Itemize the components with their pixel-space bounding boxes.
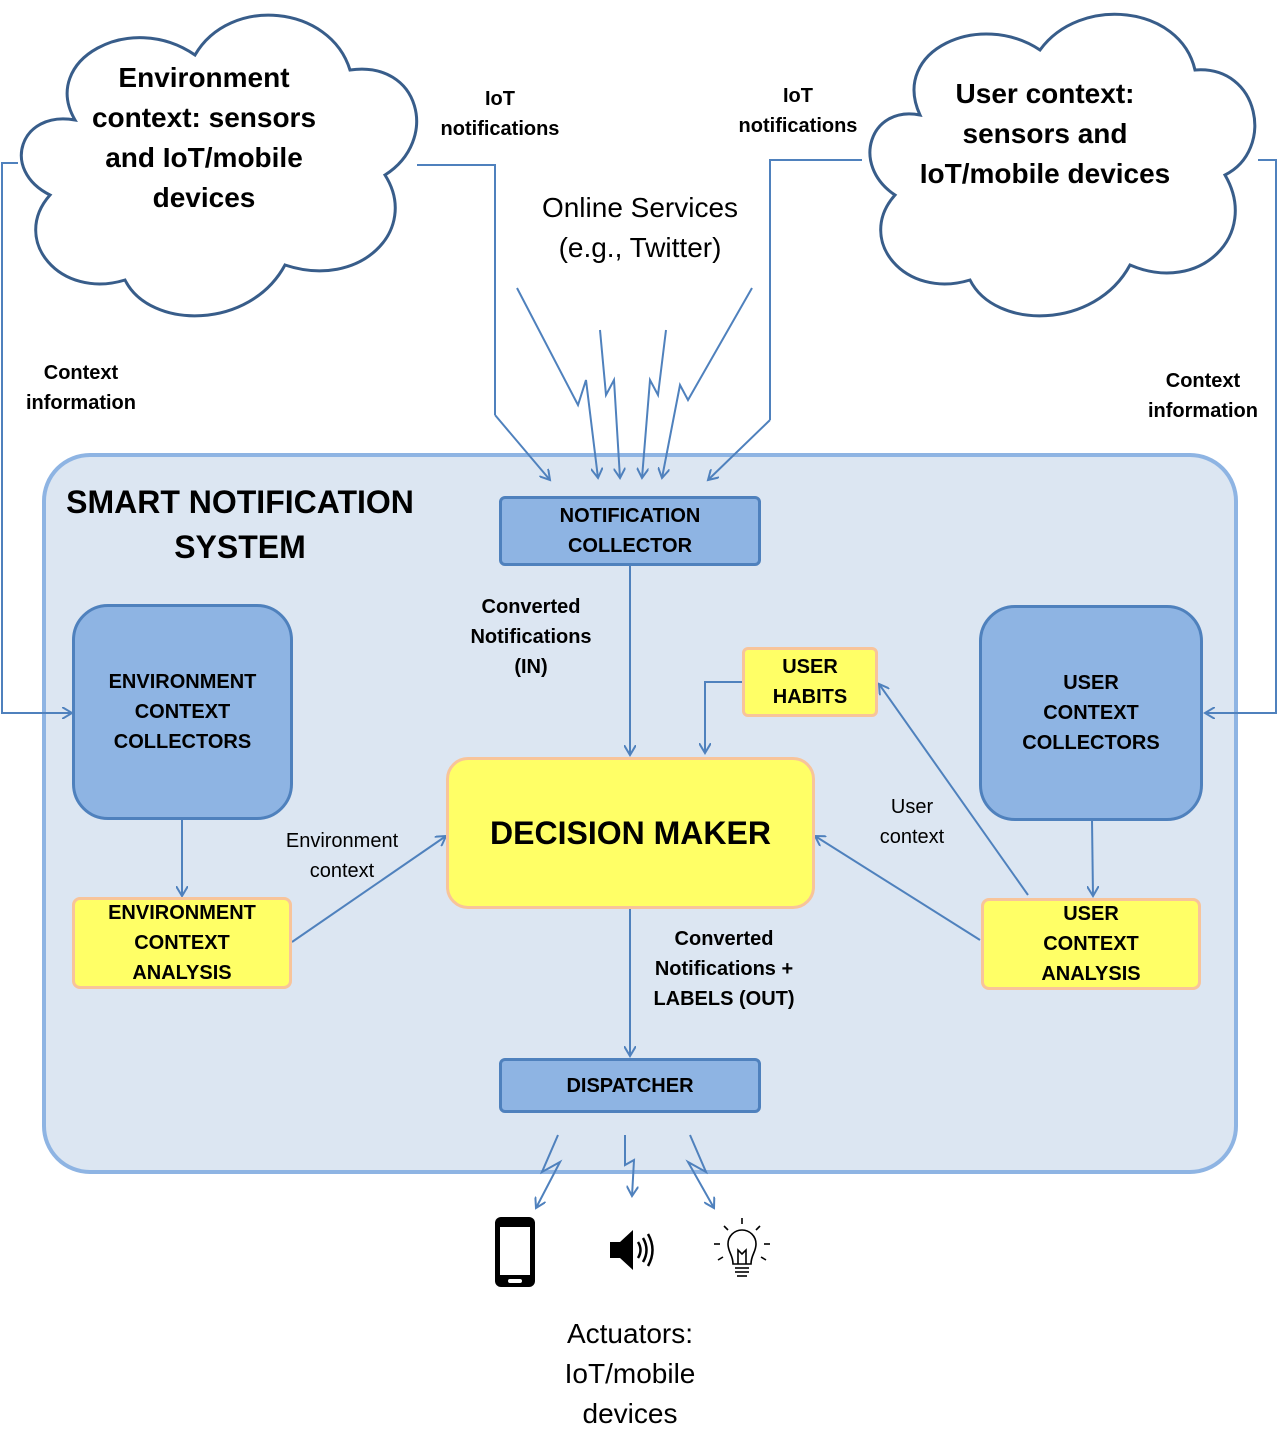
user-context-collectors-box[interactable]: USER CONTEXT COLLECTORS [979,605,1203,821]
context-information-left-label: Context information [26,362,136,414]
env-analysis-to-decision-arrow [291,836,446,943]
online-arrow-4 [662,287,753,478]
user-context-analysis-label: USER CONTEXT ANALYSIS [1041,903,1141,985]
actuators-label: Actuators: IoT/mobile devices [564,1318,696,1429]
context-right-connector [1205,159,1277,713]
speaker-icon [610,1230,654,1270]
dispatch-arrow-phone [536,1134,563,1208]
dispatcher-label: DISPATCHER [566,1074,694,1097]
user-cloud-label: User context: sensors and IoT/mobile dev… [919,78,1171,189]
environment-context-cloud [20,13,419,318]
notification-collector-box[interactable]: NOTIFICATION COLLECTOR [499,496,761,566]
dispatcher-box[interactable]: DISPATCHER [499,1058,761,1113]
context-left-connector [1,162,72,713]
light-bulb-icon [714,1218,770,1277]
iot-notifications-left-label: IoT notifications [440,88,560,140]
online-arrow-2 [599,329,620,478]
environment-context-collectors-box[interactable]: ENVIRONMENT CONTEXT COLLECTORS [72,604,293,820]
converted-notifications-in-label: Converted Notifications (IN) [470,596,592,678]
user-context-analysis-box[interactable]: USER CONTEXT ANALYSIS [981,898,1201,990]
user-habits-box[interactable]: USER HABITS [742,647,878,717]
user-collectors-to-analysis-arrow [1092,819,1093,896]
decision-maker-label: DECISION MAKER [490,815,771,851]
iot-left-connector [417,164,496,415]
environment-context-edge-label: Environment context [285,830,399,882]
user-habits-label: USER HABITS [772,656,848,708]
iot-right-connector [769,159,862,420]
environment-context-collectors-label: ENVIRONMENT CONTEXT COLLECTORS [108,671,257,753]
user-analysis-to-decision-arrow [815,836,981,941]
environment-context-analysis-box[interactable]: ENVIRONMENT CONTEXT ANALYSIS [72,897,292,989]
user-context-edge-label: User context [879,796,945,848]
smartphone-icon [495,1217,535,1287]
online-services-label: Online Services (e.g., Twitter) [541,192,739,263]
environment-context-analysis-label: ENVIRONMENT CONTEXT ANALYSIS [108,902,256,984]
system-title: SMART NOTIFICATION SYSTEM [66,484,414,565]
iot-left-arrow [494,414,550,480]
user-context-cloud [868,12,1257,318]
decision-maker-box[interactable]: DECISION MAKER [446,757,815,909]
iot-right-arrow [708,419,771,480]
iot-notifications-right-label: IoT notifications [738,85,858,137]
converted-notifications-out-label: Converted Notifications + LABELS (OUT) [653,928,795,1010]
dispatch-arrow-light [685,1134,714,1208]
user-analysis-to-habits-arrow [879,684,1029,896]
dispatch-arrow-speaker [624,1135,634,1196]
habits-to-decision-arrow [705,681,742,753]
notification-collector-label: NOTIFICATION COLLECTOR [559,505,701,557]
online-arrow-1 [516,287,598,478]
context-information-right-label: Context information [1148,370,1258,422]
user-context-collectors-label: USER CONTEXT COLLECTORS [1022,672,1160,754]
online-arrow-3 [642,329,667,478]
environment-cloud-label: Environment context: sensors and IoT/mob… [91,62,317,213]
